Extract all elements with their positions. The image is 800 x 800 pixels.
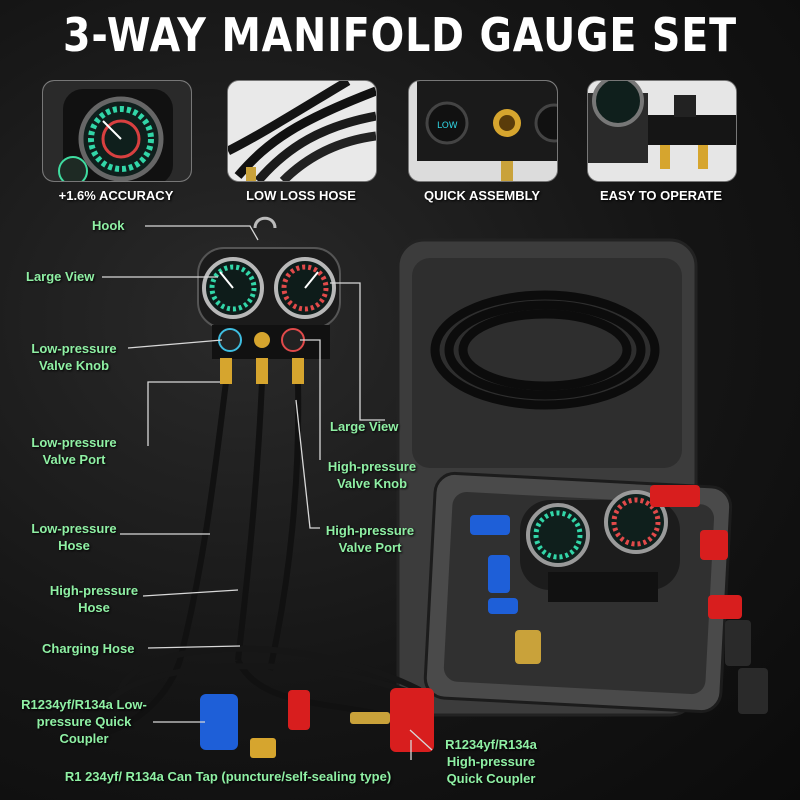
callout-large-view-left: Large View — [26, 269, 95, 284]
callout-high-valve-knob: High-pressure Valve Knob — [327, 459, 417, 491]
callout-low-hose: Low-pressure Hose — [31, 521, 117, 553]
callout-high-valve-port: High-pressure Valve Port — [325, 523, 415, 555]
callout-high-hose: High-pressure Hose — [49, 583, 139, 615]
carrying-case — [396, 238, 768, 717]
feature-label-hose: LOW LOSS HOSE — [246, 188, 356, 203]
callout-low-valve-port: Low-pressure Valve Port — [31, 435, 117, 467]
callout-hook: Hook — [92, 218, 125, 233]
page-title: 3-WAY MANIFOLD GAUGE SET — [63, 8, 737, 62]
callout-large-view-right: Large View — [330, 419, 399, 434]
callout-charging-hose: Charging Hose — [42, 641, 135, 656]
feature-label-accuracy: +1.6% ACCURACY — [58, 188, 174, 203]
callout-low-valve-knob: Low-pressure Valve Knob — [31, 341, 117, 373]
hose-closeup-icon — [227, 80, 377, 182]
feature-label-assembly: QUICK ASSEMBLY — [423, 188, 541, 203]
callout-high-coupler: R1234yf/R134a High-pressure Quick Couple… — [445, 737, 537, 786]
valve-knob-closeup-icon: LOW — [408, 80, 558, 182]
svg-text:LOW: LOW — [437, 121, 458, 131]
callout-low-coupler: R1234yf/R134a Low-pressure Quick Coupler — [21, 697, 147, 746]
gauge-closeup-icon — [42, 80, 192, 182]
coupler-closeup-icon — [587, 80, 737, 182]
callout-can-tap: R1 234yf/ R134a Can Tap (puncture/self-s… — [64, 769, 392, 784]
feature-label-operate: EASY TO OPERATE — [599, 188, 723, 203]
